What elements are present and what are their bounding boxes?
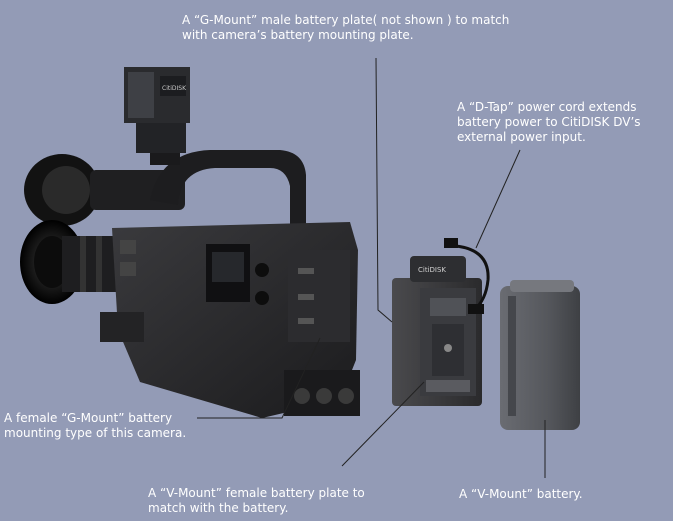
leader-g-mount-male — [375, 57, 393, 323]
camera-handle — [150, 150, 306, 228]
callout-v-mount-battery: A “V-Mount” battery. — [459, 487, 583, 502]
callout-g-mount-male-line-2: with camera’s battery mounting plate. — [182, 28, 414, 42]
callout-v-mount-plate-line-2: match with the battery. — [148, 501, 289, 515]
leader-v-mount-plate — [341, 381, 425, 467]
callout-d-tap-line-2: battery power to CitiDISK DV’s — [457, 115, 641, 129]
camera: CitiDISK — [20, 67, 360, 418]
callout-v-mount-plate-line-1: A “V-Mount” female battery plate to — [148, 486, 365, 500]
callout-g-mount-female-line-2: mounting type of this camera. — [4, 426, 187, 440]
callout-v-mount-plate: A “V-Mount” female battery plate to matc… — [148, 486, 365, 516]
leader-d-tap — [475, 149, 521, 249]
top-unit-logo: CitiDISK — [162, 85, 187, 92]
leader-g-mount-female — [197, 337, 321, 419]
callout-v-mount-battery-line-1: A “V-Mount” battery. — [459, 487, 583, 501]
callout-g-mount-male-line-1: A “G-Mount” male battery plate( not show… — [182, 13, 510, 27]
leader-lines — [197, 57, 546, 478]
v-mount-battery — [500, 280, 580, 430]
callout-g-mount-female-line-1: A female “G-Mount” battery — [4, 411, 173, 425]
callout-g-mount-female: A female “G-Mount” battery mounting type… — [4, 411, 186, 441]
callout-d-tap-line-3: external power input. — [457, 130, 586, 144]
g-mount-plate — [288, 250, 350, 342]
callout-d-tap-line-1: A “D-Tap” power cord extends — [457, 100, 637, 114]
callout-g-mount-male: A “G-Mount” male battery plate( not show… — [182, 13, 509, 43]
callout-d-tap: A “D-Tap” power cord extends battery pow… — [457, 100, 641, 145]
v-mount-plate: CitiDISK — [392, 238, 490, 406]
d-tap-cord — [455, 244, 490, 312]
plate-logo: CitiDISK — [418, 266, 446, 274]
